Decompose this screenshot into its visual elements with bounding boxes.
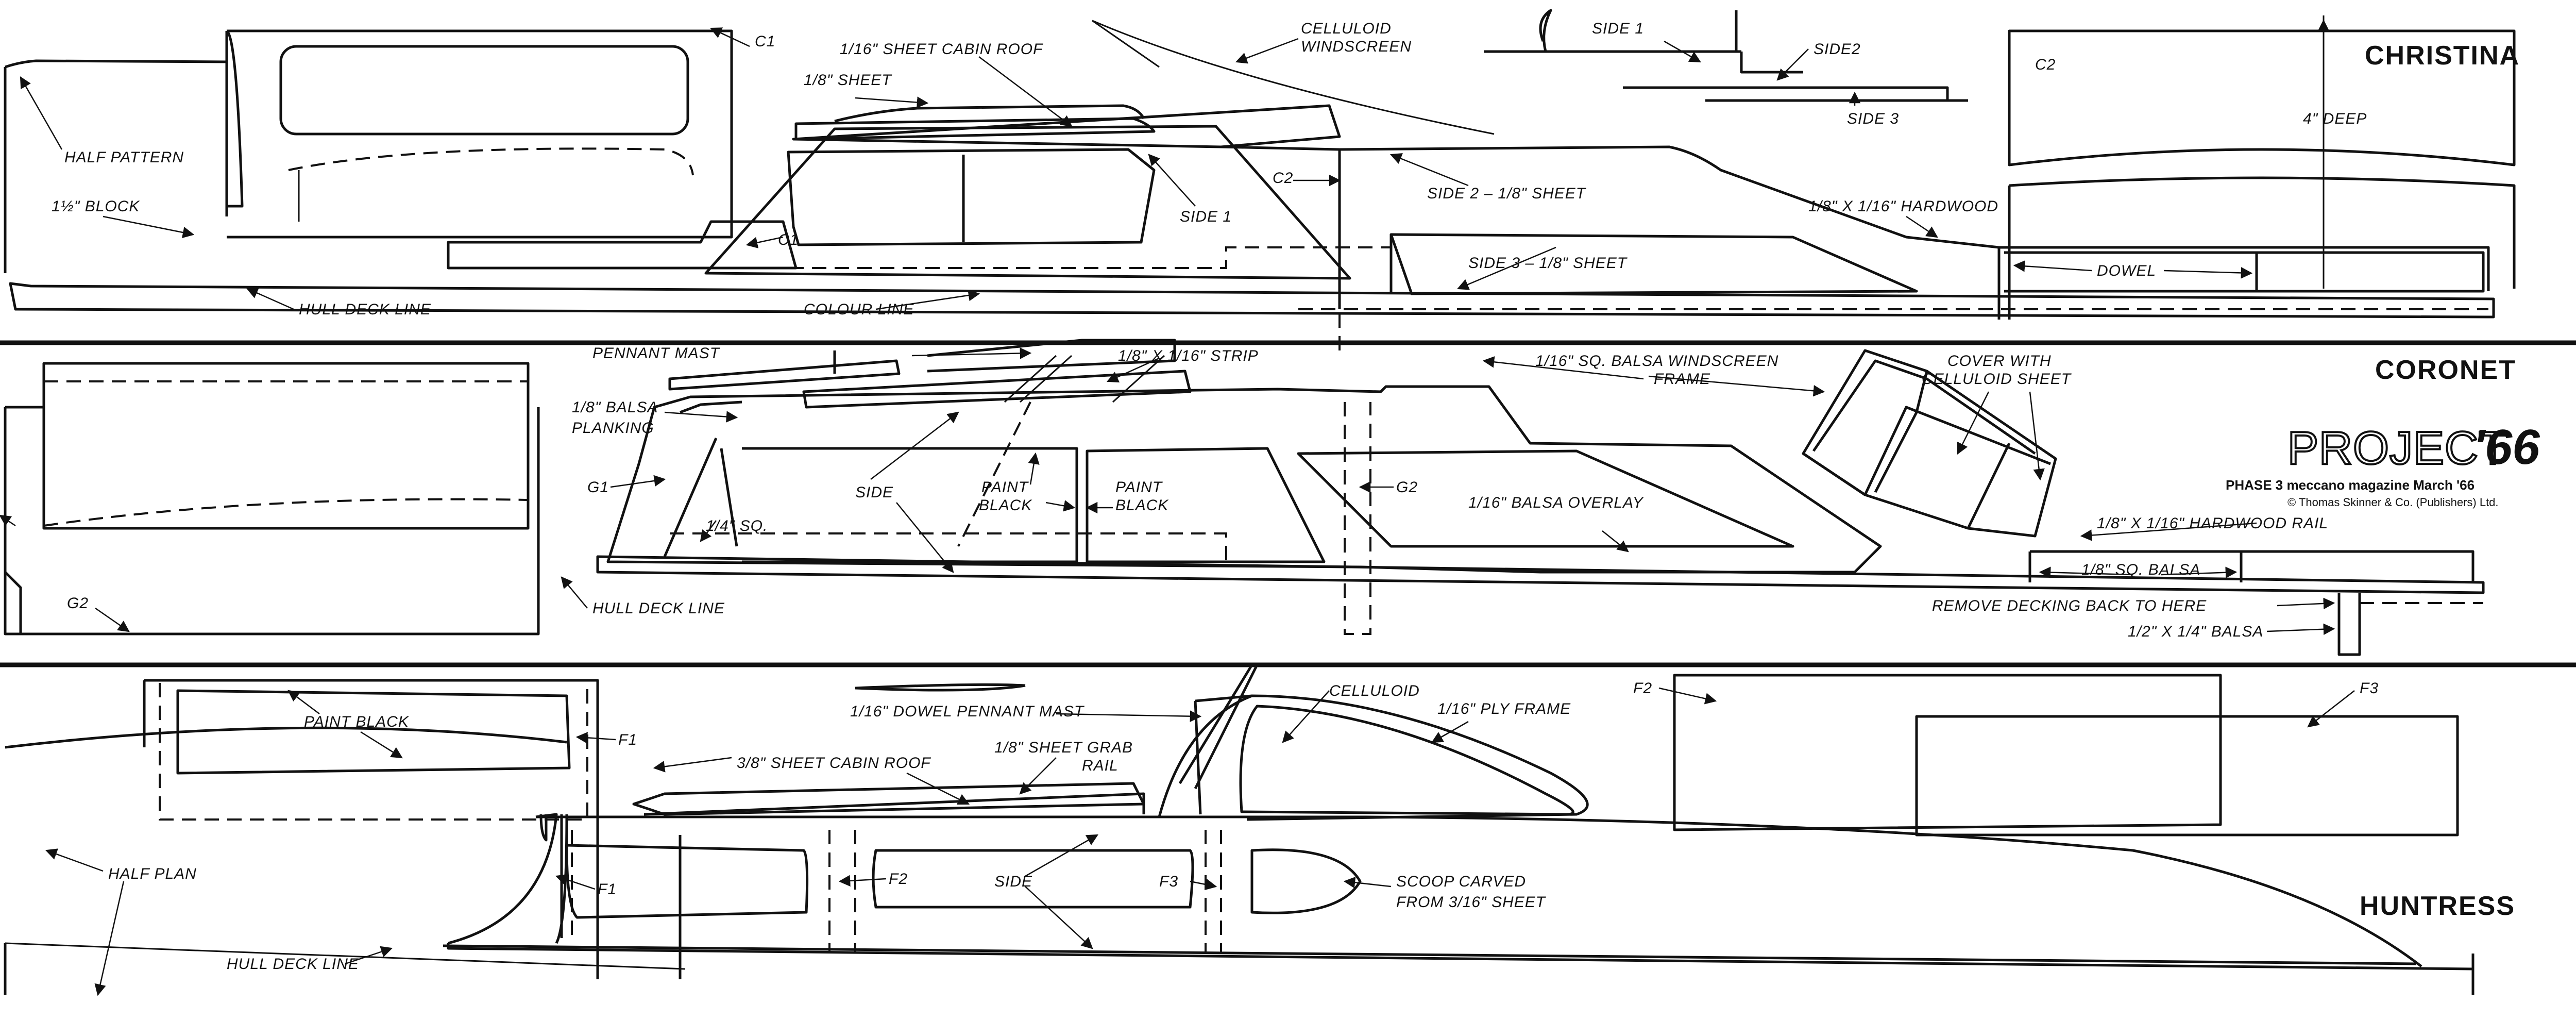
label-g2-box: G2 — [67, 595, 89, 612]
label-dowel-mast: 1/16" DOWEL PENNANT MAST — [850, 703, 1085, 720]
label-grab-rail-2: RAIL — [1082, 757, 1118, 774]
label-ply-frame: 1/16" PLY FRAME — [1437, 700, 1571, 717]
label-f3: F3 — [1159, 873, 1178, 890]
label-c1: C1 — [778, 231, 799, 248]
label-g1: G1 — [587, 479, 609, 496]
label-strip: 1/8" X 1/16" STRIP — [1118, 347, 1259, 364]
christina-side-detail — [1484, 9, 1968, 102]
label-deep: 4" DEEP — [2303, 110, 2367, 127]
brand-line2: © Thomas Skinner & Co. (Publishers) Ltd. — [2287, 496, 2499, 509]
coronet-windscreen-frame — [1802, 349, 2057, 538]
huntress-title: HUNTRESS — [2360, 891, 2515, 921]
label-f2-top: F2 — [1633, 680, 1652, 697]
label-pennant-mast: PENNANT MAST — [592, 345, 721, 362]
label-hull-deck-line: HULL DECK LINE — [299, 301, 431, 318]
label-paint-black-2b: BLACK — [1115, 497, 1169, 514]
label-cover-2: CELLULOID SHEET — [1922, 371, 2072, 388]
christina-hull — [9, 20, 2495, 350]
coronet-hull — [596, 339, 2485, 656]
label-overlay: 1/16" BALSA OVERLAY — [1468, 494, 1644, 511]
label-c2: C2 — [1273, 170, 1293, 187]
label-hardwood: 1/8" X 1/16" HARDWOOD — [1808, 198, 1998, 215]
label-half-plan: HALF PLAN — [108, 865, 197, 882]
label-cabin-roof: 1/16" SHEET CABIN ROOF — [840, 41, 1043, 58]
label-paint-black: PAINT BLACK — [304, 713, 410, 730]
label-side3: SIDE 3 – 1/8" SHEET — [1468, 255, 1628, 272]
coronet-section: CORONET PENNANT MAST 1/8" X 1/16" STRIP … — [0, 339, 2516, 656]
label-windscreen: WINDSCREEN — [1301, 38, 1412, 55]
huntress-section: HUNTRESS PAINT BLACK F1 1/16" DOWEL PENN… — [4, 664, 2515, 996]
label-scoop-2: FROM 3/16" SHEET — [1396, 894, 1547, 911]
label-g2: G2 — [1396, 479, 1418, 496]
label-remove-decking: REMOVE DECKING BACK TO HERE — [1932, 597, 2207, 614]
project-66-brand: PROJECT '66 PHASE 3 meccano magazine Mar… — [2226, 420, 2540, 509]
label-c1-top: C1 — [755, 33, 775, 50]
label-c2-box: C2 — [2035, 56, 2056, 73]
label-block: 1½" BLOCK — [52, 198, 140, 215]
christina-title: CHRISTINA — [2365, 41, 2520, 71]
label-side2: SIDE 2 – 1/8" SHEET — [1427, 185, 1587, 202]
huntress-half-plan — [4, 679, 686, 995]
label-paint-black-1a: PAINT — [981, 479, 1029, 496]
label-celluloid: CELLULOID — [1329, 682, 1420, 699]
label-f1-top: F1 — [618, 731, 637, 748]
label-windscreen-frame-1: 1/16" SQ. BALSA WINDSCREEN — [1535, 353, 1778, 370]
christina-section: CHRISTINA C1 HALF PATTERN 1½" BLOCK 1/16… — [4, 9, 2520, 350]
label-side: SIDE — [855, 484, 893, 501]
brand-project: PROJECT — [2287, 423, 2507, 474]
label-planking-2: PLANKING — [572, 420, 654, 437]
christina-half-pattern — [4, 29, 733, 273]
label-hull-deck-line: HULL DECK LINE — [227, 956, 359, 973]
label-scoop-1: SCOOP CARVED — [1396, 873, 1526, 890]
coronet-title: CORONET — [2375, 355, 2516, 385]
label-paint-black-1b: BLACK — [979, 497, 1032, 514]
label-f2: F2 — [889, 871, 908, 888]
label-f1: F1 — [598, 881, 617, 898]
label-grab-rail-1: 1/8" SHEET GRAB — [994, 739, 1133, 756]
coronet-planking-pattern — [4, 362, 540, 636]
label-half-pattern: HALF PATTERN — [64, 149, 184, 166]
label-planking-1: 1/8" BALSA — [572, 399, 658, 416]
label-eighth-sheet: 1/8" SHEET — [804, 72, 892, 89]
huntress-hull — [443, 664, 2475, 995]
label-f3-top: F3 — [2360, 680, 2379, 697]
label-half-quarter-balsa: 1/2" X 1/4" BALSA — [2128, 623, 2263, 640]
huntress-f-patterns — [1673, 674, 2459, 837]
label-colour-line: COLOUR LINE — [804, 301, 914, 318]
label-cover-1: COVER WITH — [1947, 353, 2052, 370]
label-hardwood-rail: 1/8" X 1/16" HARDWOOD RAIL — [2097, 515, 2328, 532]
label-detail-side2: SIDE2 — [1814, 41, 1861, 58]
label-side1: SIDE 1 — [1180, 208, 1232, 225]
label-dowel: DOWEL — [2097, 262, 2156, 279]
label-cabin-roof: 3/8" SHEET CABIN ROOF — [737, 755, 931, 772]
label-paint-black-2a: PAINT — [1115, 479, 1163, 496]
label-celluloid: CELLULOID — [1301, 20, 1392, 37]
label-detail-side3: SIDE 3 — [1847, 110, 1899, 127]
label-sq-balsa: 1/8" SQ. BALSA — [2081, 561, 2200, 578]
label-quarter-sq: 1/4" SQ. — [706, 517, 768, 534]
label-hull-deck-line: HULL DECK LINE — [592, 600, 725, 617]
label-detail-side1: SIDE 1 — [1592, 20, 1644, 37]
brand-year: '66 — [2473, 420, 2540, 475]
brand-line1: PHASE 3 meccano magazine March '66 — [2226, 477, 2475, 493]
